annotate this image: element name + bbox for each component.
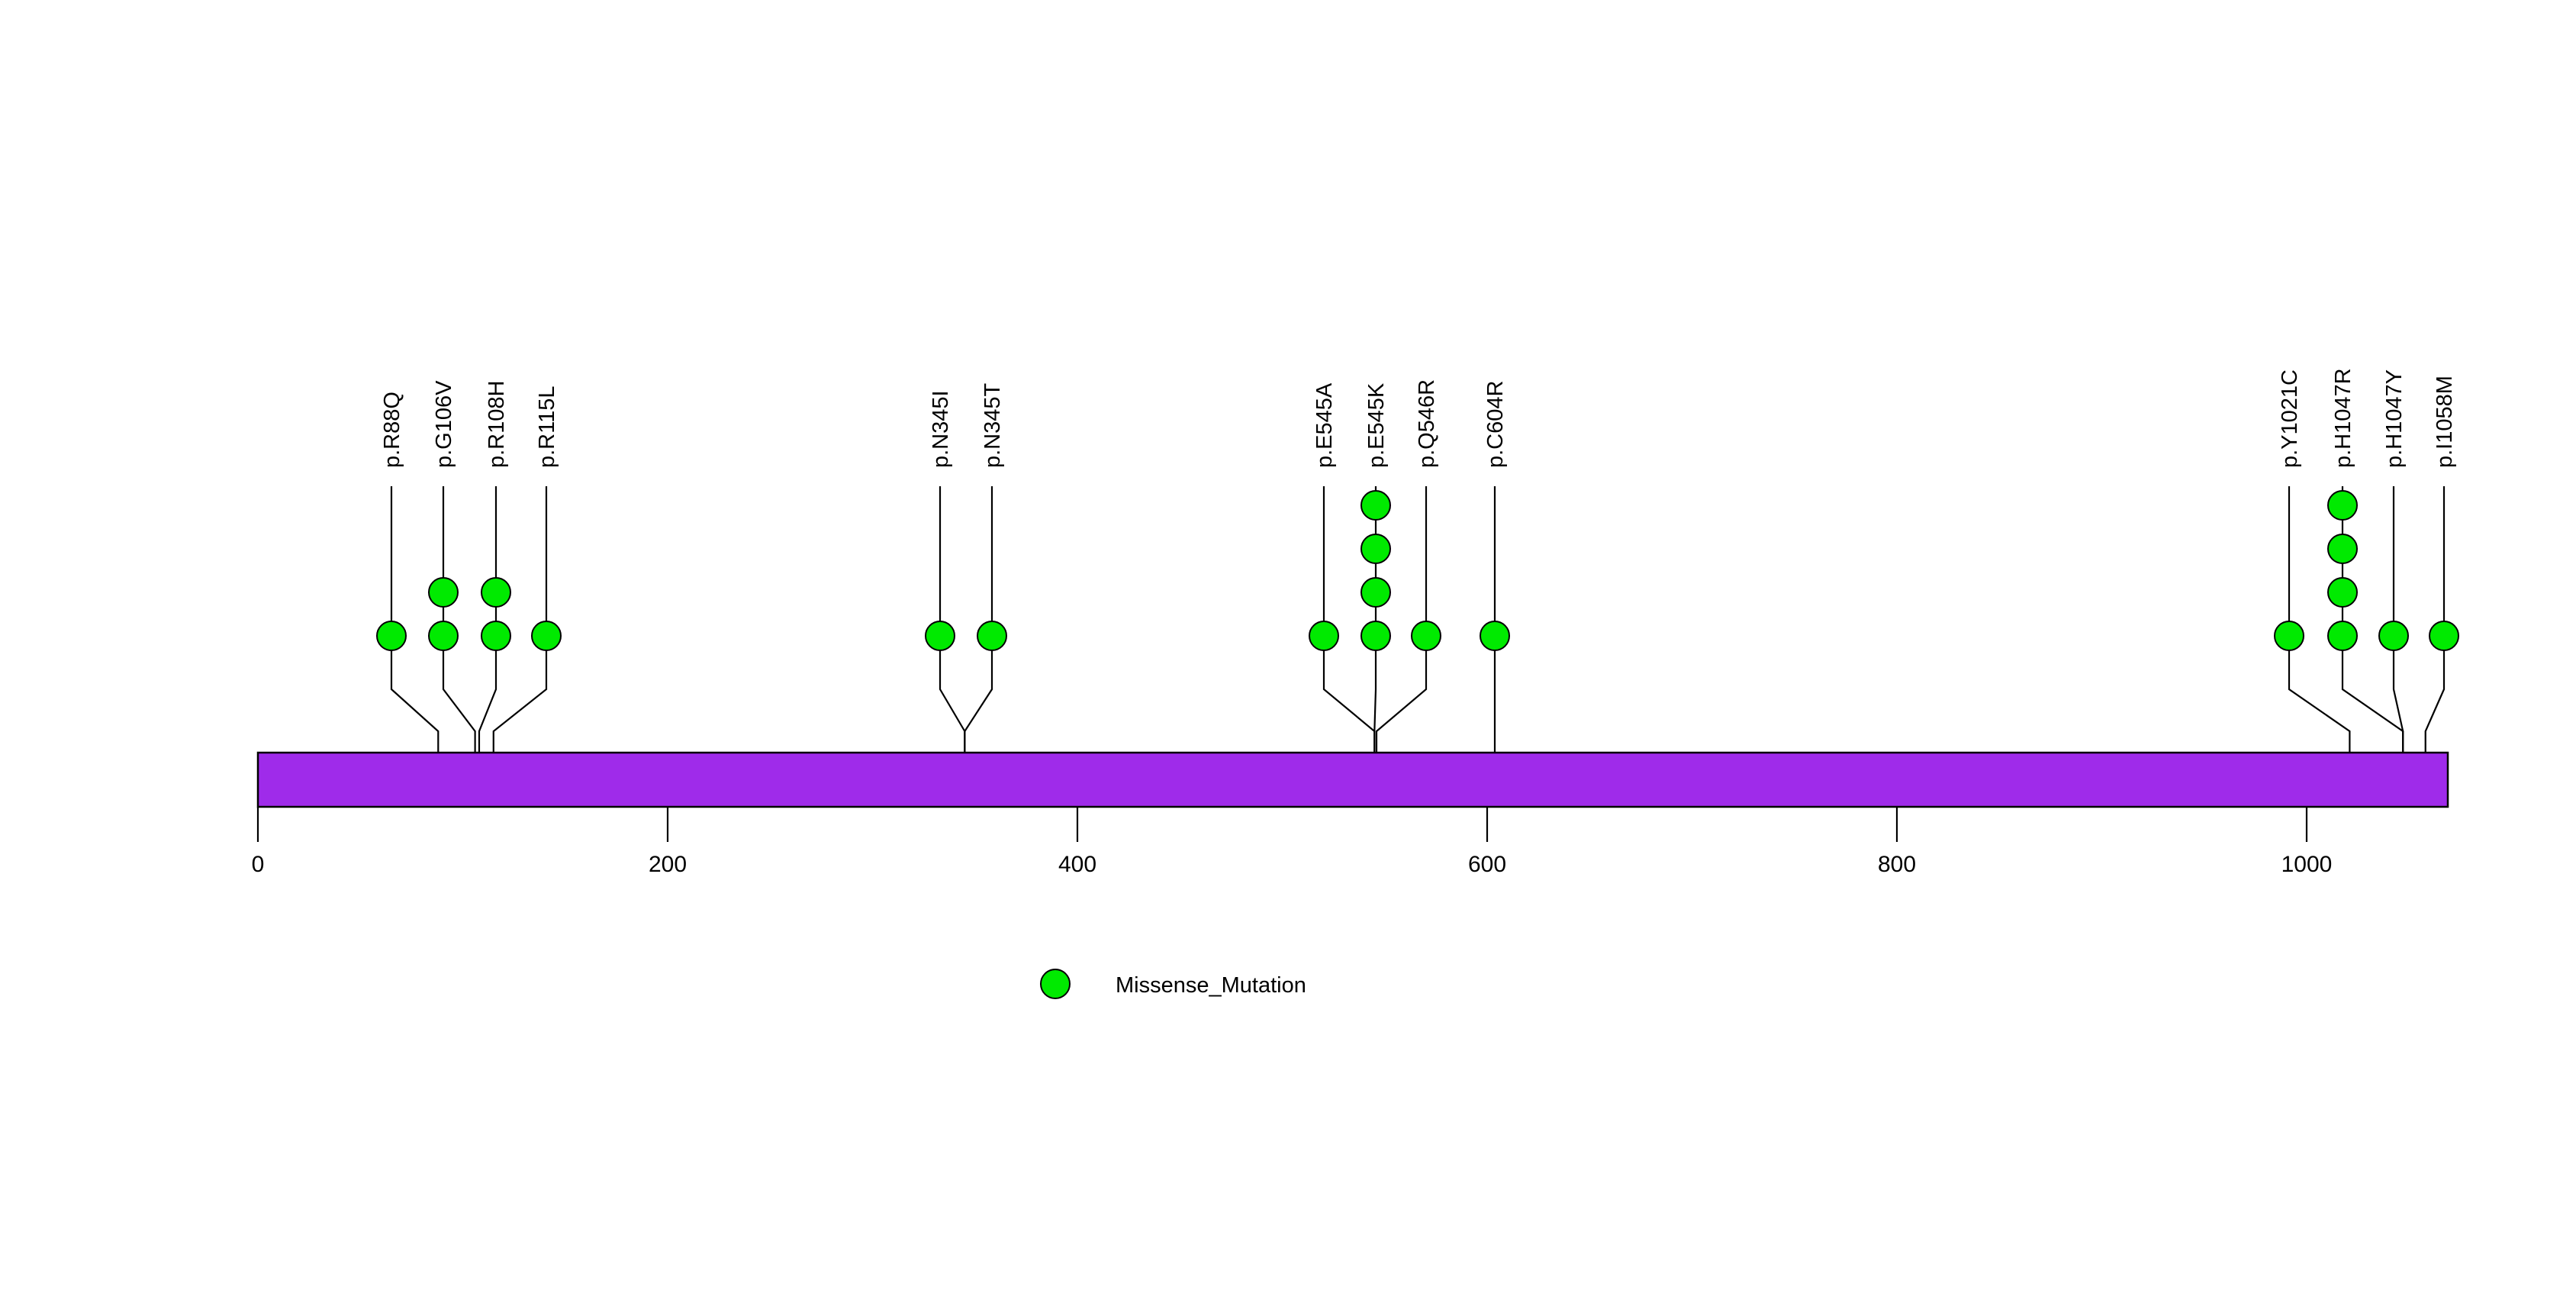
x-axis-tick-label-0: 0 <box>252 852 265 877</box>
lollipop-dots-group <box>376 490 2459 651</box>
mutation-label-ph1047y: p.H1047Y <box>2382 369 2407 468</box>
mutation-dot-pe545k-2[interactable] <box>1360 577 1391 608</box>
mutation-label-pq546r: p.Q546R <box>1415 379 1439 468</box>
mutation-dot-ph1047r-1[interactable] <box>2327 621 2358 651</box>
legend-group: Missense_Mutation <box>1040 969 1306 999</box>
mutation-label-pn345i: p.N345I <box>929 390 953 468</box>
mutation-dot-pr108h-2[interactable] <box>481 577 511 608</box>
mutation-label-pg106v: p.G106V <box>432 380 456 468</box>
mutation-label-pe545k: p.E545K <box>1364 382 1389 468</box>
mutation-label-pn345t: p.N345T <box>980 382 1005 468</box>
mutation-dot-pr88q-1[interactable] <box>376 621 407 651</box>
mutation-label-pc604r: p.C604R <box>1483 381 1508 468</box>
mutation-dot-ph1047r-2[interactable] <box>2327 577 2358 608</box>
mutation-label-pe545a: p.E545A <box>1312 382 1337 468</box>
mutation-label-ph1047r: p.H1047R <box>2331 368 2355 468</box>
mutation-dot-pr115l-1[interactable] <box>531 621 562 651</box>
x-axis-tick-label-600: 600 <box>1468 852 1506 877</box>
mutation-dot-pi1058m-1[interactable] <box>2429 621 2459 651</box>
x-axis-tick-label-400: 400 <box>1058 852 1096 877</box>
mutation-dot-pe545k-3[interactable] <box>1360 534 1391 564</box>
x-axis-tick-label-800: 800 <box>1878 852 1916 877</box>
mutation-dot-ph1047r-4[interactable] <box>2327 490 2358 521</box>
mutation-dot-pg106v-2[interactable] <box>428 577 459 608</box>
x-axis-group: 0 200 400 600 800 1000 <box>252 807 2333 877</box>
x-axis-tick-label-1000: 1000 <box>2281 852 2333 877</box>
mutation-dot-pn345i-1[interactable] <box>925 621 955 651</box>
mutation-dot-pc604r-1[interactable] <box>1480 621 1510 651</box>
legend-marker-0[interactable] <box>1040 969 1071 999</box>
mutation-dot-py1021c-1[interactable] <box>2274 621 2304 651</box>
mutation-dot-ph1047r-3[interactable] <box>2327 534 2358 564</box>
mutation-dot-pe545k-1[interactable] <box>1360 621 1391 651</box>
mutation-label-pr88q: p.R88Q <box>380 392 404 468</box>
mutation-dot-pn345t-1[interactable] <box>977 621 1007 651</box>
mutation-label-pr115l: p.R115L <box>535 386 559 469</box>
mutation-dot-pq546r-1[interactable] <box>1411 621 1441 651</box>
mutation-labels-group: p.R88Q p.G106V p.R108H p.R115L p.N345I p.N345… <box>380 368 2457 468</box>
x-axis-tick-label-200: 200 <box>649 852 687 877</box>
mutation-dot-pe545a-1[interactable] <box>1309 621 1339 651</box>
legend-label-0: Missense_Mutation <box>1116 973 1306 998</box>
protein-backbone-rect <box>256 751 2449 808</box>
protein-backbone-group <box>256 751 2449 808</box>
mutation-dot-pg106v-1[interactable] <box>428 621 459 651</box>
mutation-dot-pe545k-4[interactable] <box>1360 490 1391 521</box>
mutation-label-pi1058m: p.I1058M <box>2433 376 2457 468</box>
mutation-label-pr108h: p.R108H <box>485 381 509 468</box>
mutation-dot-pr108h-1[interactable] <box>481 621 511 651</box>
mutation-label-py1021c: p.Y1021C <box>2278 369 2302 468</box>
mutation-dot-ph1047y-1[interactable] <box>2378 621 2409 651</box>
